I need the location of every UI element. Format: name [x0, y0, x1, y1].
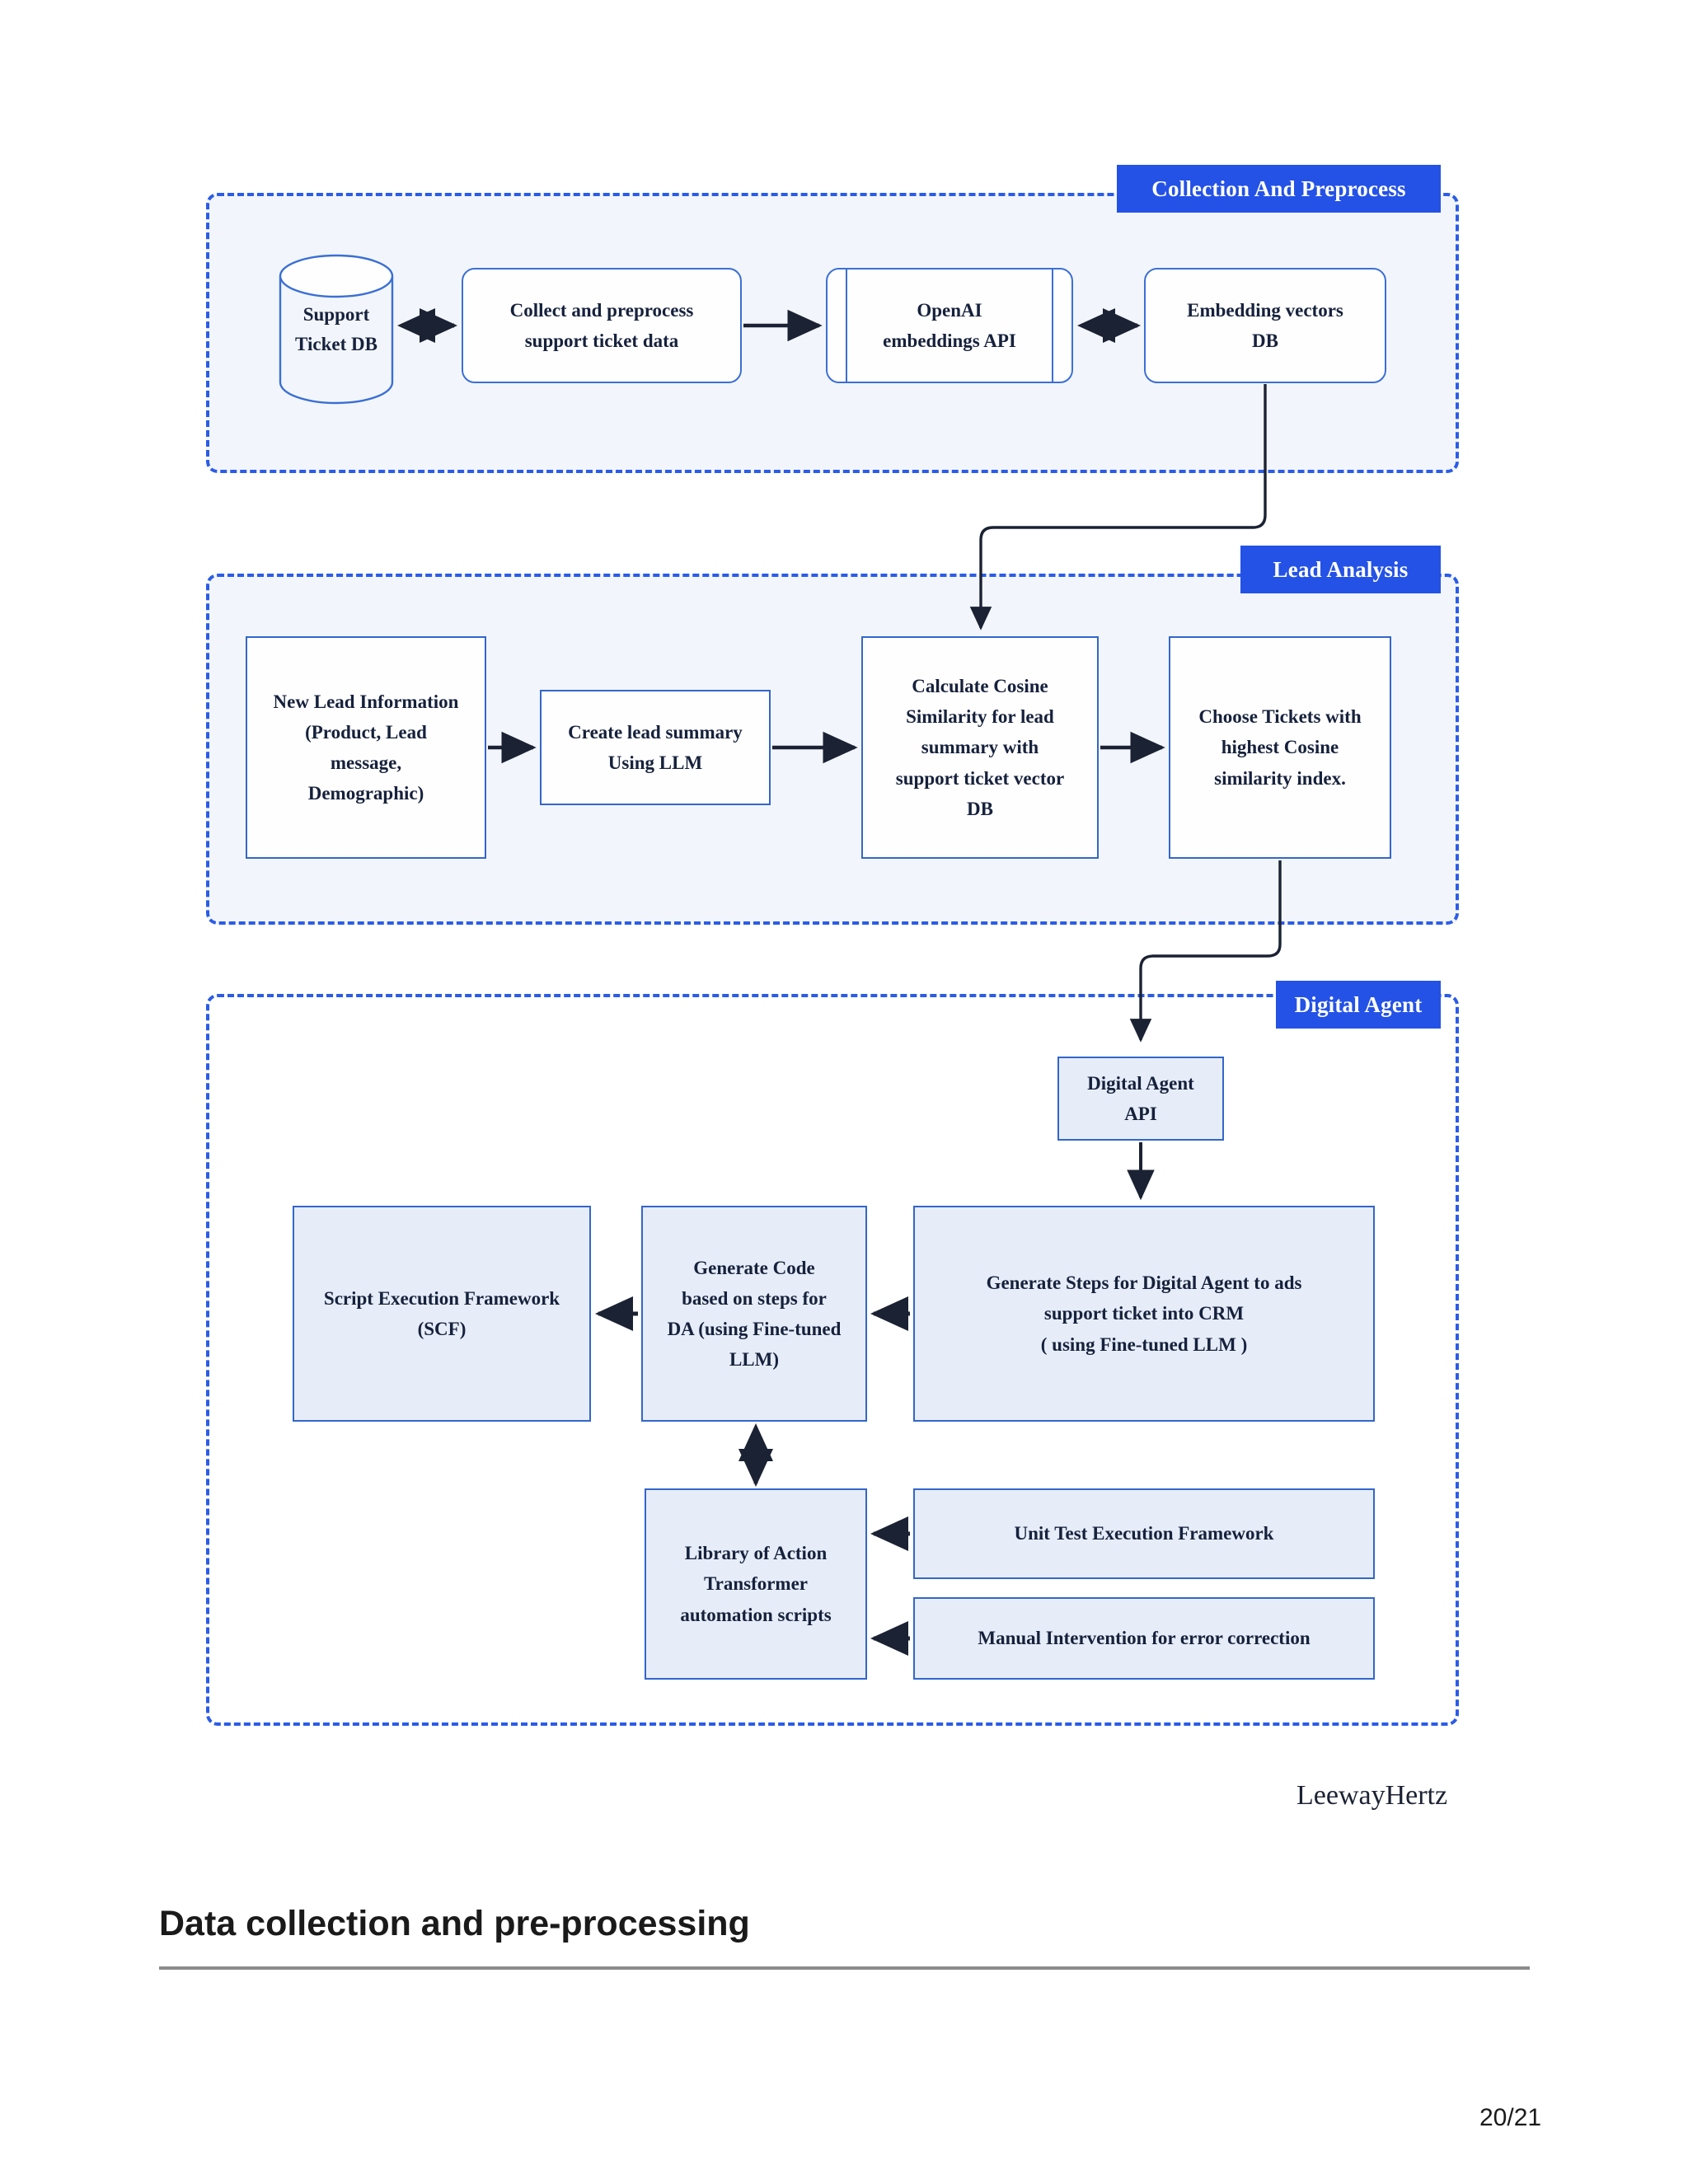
node-calculate-cosine-similarity-label: Calculate Cosine Similarity for lead sum… — [895, 675, 1065, 819]
node-unit-test-execution-framework: Unit Test Execution Framework — [913, 1488, 1375, 1579]
title-divider — [159, 1966, 1530, 1970]
node-openai-embeddings-api: OpenAI embeddings API — [826, 268, 1073, 383]
node-create-lead-summary: Create lead summary Using LLM — [540, 690, 771, 805]
node-generate-code-label: Generate Code based on steps for DA (usi… — [667, 1257, 842, 1371]
node-new-lead-information-label: New Lead Information (Product, Lead mess… — [273, 691, 459, 804]
node-choose-tickets-label: Choose Tickets with highest Cosine simil… — [1198, 706, 1362, 789]
group-badge-lead-analysis: Lead Analysis — [1240, 546, 1441, 593]
node-collect-and-preprocess-label: Collect and preprocess support ticket da… — [509, 299, 694, 351]
node-support-ticket-db: Support Ticket DB — [279, 253, 394, 405]
brand-leewayhertz: LeewayHertz — [1296, 1780, 1448, 1811]
label-line: Support Ticket DB — [295, 303, 377, 354]
node-embedding-vectors-db-label: Embedding vectors DB — [1187, 299, 1343, 351]
node-create-lead-summary-label: Create lead summary Using LLM — [568, 721, 743, 773]
node-openai-embeddings-api-label: OpenAI embeddings API — [883, 299, 1016, 351]
group-badge-collection-and-preprocess: Collection And Preprocess — [1117, 165, 1441, 213]
node-library-of-action-transformer-label: Library of Action Transformer automation… — [680, 1543, 832, 1625]
node-choose-tickets: Choose Tickets with highest Cosine simil… — [1169, 636, 1391, 859]
node-new-lead-information: New Lead Information (Product, Lead mess… — [246, 636, 486, 859]
node-digital-agent-api-label: Digital Agent API — [1087, 1072, 1194, 1124]
node-generate-steps-label: Generate Steps for Digital Agent to ads … — [986, 1272, 1302, 1355]
page-title: Data collection and pre-processing — [159, 1904, 750, 1943]
node-manual-intervention-label: Manual Intervention for error correction — [978, 1628, 1311, 1649]
node-script-execution-framework: Script Execution Framework (SCF) — [293, 1206, 591, 1422]
node-digital-agent-api: Digital Agent API — [1057, 1057, 1224, 1141]
node-manual-intervention: Manual Intervention for error correction — [913, 1597, 1375, 1680]
node-embedding-vectors-db: Embedding vectors DB — [1144, 268, 1386, 383]
cylinder-shape — [279, 254, 394, 405]
node-generate-steps: Generate Steps for Digital Agent to ads … — [913, 1206, 1375, 1422]
node-generate-code: Generate Code based on steps for DA (usi… — [641, 1206, 867, 1422]
page-number: 20/21 — [1479, 2104, 1542, 2131]
node-unit-test-execution-framework-label: Unit Test Execution Framework — [1014, 1523, 1274, 1544]
node-support-ticket-db-label: Support Ticket DB — [279, 253, 394, 405]
group-badge-digital-agent: Digital Agent — [1276, 981, 1441, 1029]
node-script-execution-framework-label: Script Execution Framework (SCF) — [323, 1287, 560, 1339]
node-calculate-cosine-similarity: Calculate Cosine Similarity for lead sum… — [861, 636, 1099, 859]
node-library-of-action-transformer: Library of Action Transformer automation… — [645, 1488, 867, 1680]
node-collect-and-preprocess: Collect and preprocess support ticket da… — [462, 268, 742, 383]
